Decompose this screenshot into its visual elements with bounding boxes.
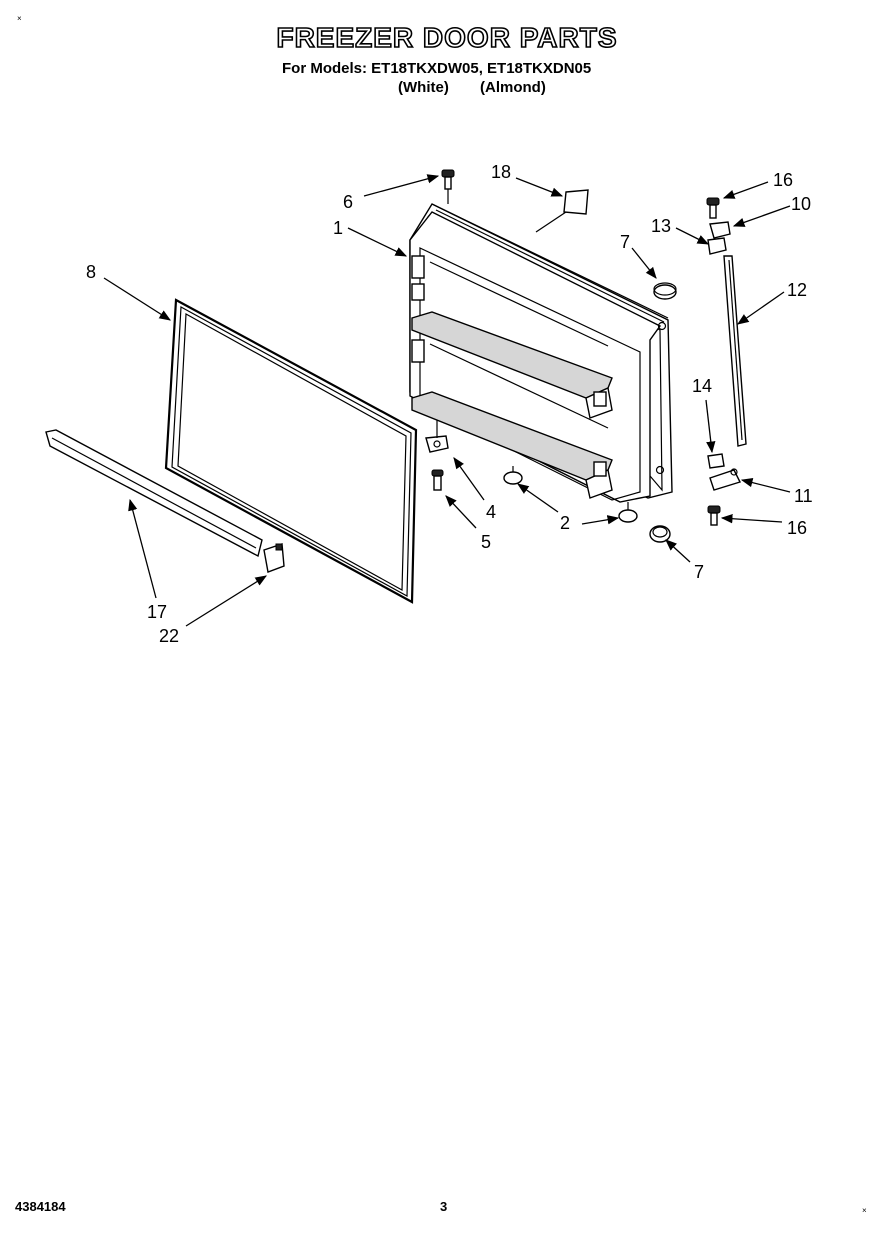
callout-7-top: 7 [620,232,630,252]
callout-16-top: 16 [773,170,793,190]
handle-part-12 [723,255,747,447]
leader-6 [363,174,440,197]
leader-16-bottom [720,514,783,524]
bracket-part-13 [707,237,727,255]
leader-13 [675,227,710,245]
callout-6: 6 [343,192,353,212]
leader-18 [515,177,564,197]
callout-1: 1 [333,218,343,238]
callout-22: 22 [159,626,179,646]
callout-7-bottom: 7 [694,562,704,582]
plug-part-7-bottom [649,525,671,543]
leader-2-right [581,515,620,525]
page-number: 3 [440,1199,448,1214]
callout-13: 13 [651,216,671,236]
leader-2-left [517,483,559,513]
models-line: For Models: ET18TKXDW05, ET18TKXDN05 [282,60,592,77]
callout-5: 5 [481,532,491,552]
color-label-white: (White) [398,79,449,96]
bracket-part-14 [707,453,725,469]
screw-part-16-top [706,197,720,219]
screw-part-5 [431,469,444,491]
leader-4 [453,457,485,501]
leader-12 [737,291,785,325]
bracket-part-10 [709,221,731,239]
door-gasket-part-8 [164,298,418,604]
color-label-almond: (Almond) [480,79,546,96]
leader-17 [128,498,157,599]
callout-4: 4 [486,502,496,522]
leader-22 [185,575,267,627]
leader-11 [740,478,791,493]
leader-14 [705,399,716,454]
callout-10: 10 [791,194,811,214]
leader-16-top [722,181,769,199]
bracket-part-11 [709,468,741,491]
end-cap-part-22 [263,543,285,573]
stop-part-2-right [618,502,638,523]
leader-7-top [631,247,657,279]
screw-part-16-bottom [707,505,721,526]
screw-part-6 [441,169,455,204]
leader-1 [347,227,408,257]
document-number: 4384184 [15,1199,66,1214]
leader-5 [445,495,477,529]
registration-mark-bottom-right: × [862,1206,867,1215]
callout-11: 11 [794,486,813,506]
hinge-washer-part-4 [425,420,449,453]
callout-8: 8 [86,262,96,282]
leader-10 [732,205,791,227]
door-liner-part [409,189,673,503]
callout-12: 12 [787,280,807,300]
callout-17: 17 [147,602,167,622]
stop-part-2-left [503,466,523,485]
page-title: FREEZER DOOR PARTS [276,21,618,54]
leader-7-bottom [665,539,691,563]
callout-2: 2 [560,513,570,533]
callout-18: 18 [491,162,511,182]
trim-part-17 [45,429,263,558]
registration-mark-top-left: × [17,14,22,23]
leader-8 [103,277,171,321]
plug-part-7-top [653,282,677,300]
callout-16-bottom: 16 [787,518,807,538]
callout-14: 14 [692,376,712,396]
